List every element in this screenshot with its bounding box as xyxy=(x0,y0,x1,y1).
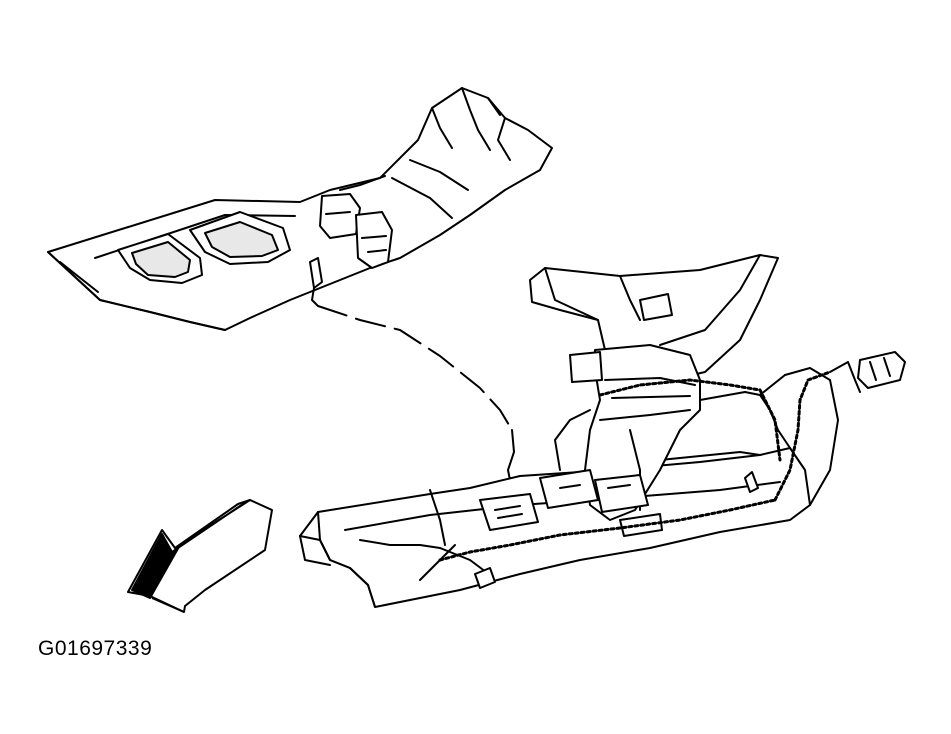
front-direction-arrow xyxy=(127,499,273,613)
wiring-harness xyxy=(438,370,832,562)
switch-connector xyxy=(309,193,393,307)
figure-code: G01697339 xyxy=(38,637,153,660)
cup-holder-left xyxy=(117,233,203,284)
rear-connector xyxy=(829,351,906,393)
shifter-assembly xyxy=(479,254,779,537)
base-fastener xyxy=(474,567,496,589)
upper-console-trim xyxy=(47,87,553,331)
connector-wire-dashed xyxy=(317,305,513,431)
base-clip xyxy=(744,471,759,493)
cup-holder-right xyxy=(189,211,291,265)
